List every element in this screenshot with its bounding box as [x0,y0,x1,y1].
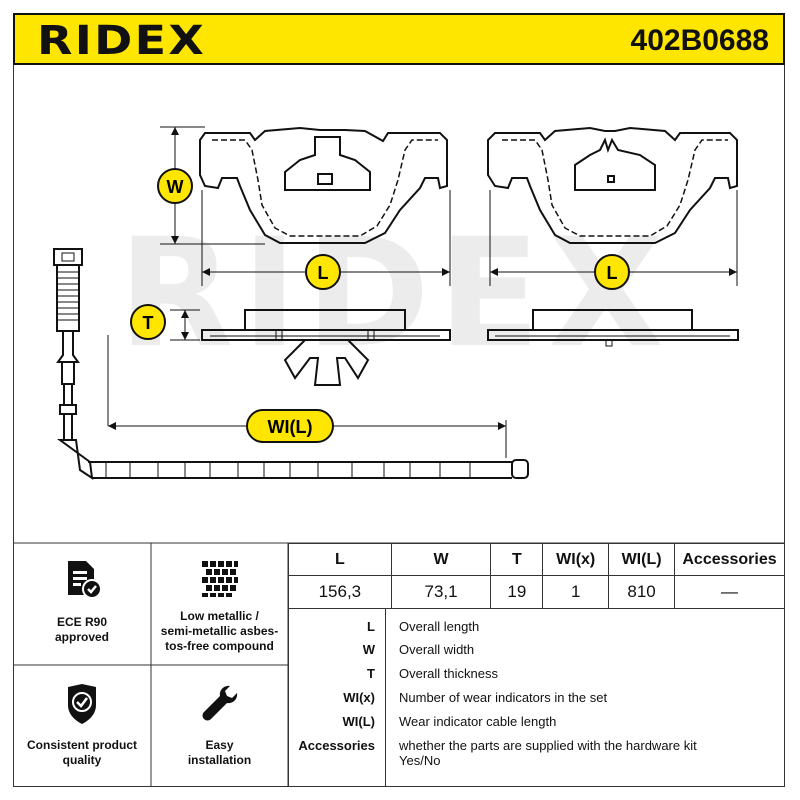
spec-value-cell: 810 [608,575,676,609]
brand-logo: RIDEX [37,18,207,64]
compound-grid-icon [201,561,238,597]
spec-value-cell: 1 [542,575,610,609]
legend-divider [385,608,386,787]
spec-value-cell: 19 [490,575,544,609]
spec-value-cell: — [674,575,785,609]
spec-header-cell: L [288,543,392,576]
spec-value-cell: 156,3 [288,575,392,609]
legend-desc: Overall width [399,642,475,657]
watermark-text: RIDEX [118,207,672,381]
dim-label-t: T [130,304,166,340]
spec-header-cell: W [390,543,492,576]
feature-ece-r90: ECE R90 approved [13,543,151,665]
spec-header-cell: T [490,543,544,576]
legend-desc: Overall thickness [399,666,498,681]
brake-pad-right [487,126,738,244]
legend-key: WI(x) [343,690,375,705]
dim-label-wi: WI(L) [246,409,334,443]
header-bar: RIDEX 402B0688 [13,13,785,65]
spec-value-cell: 73,1 [390,575,492,609]
feature-quality: Consistent product quality [13,665,151,787]
legend-desc: Number of wear indicators in the set [399,690,608,705]
feature-label: Easy installation [187,738,252,767]
svg-text:W: W [167,177,184,197]
spec-header-cell: WI(L) [608,543,676,576]
dim-label-l-right: L [594,254,630,290]
wear-indicator-cable [53,248,529,481]
legend-key: T [367,666,375,681]
legend-desc: Overall length [399,619,480,634]
feature-label: Low metallic / semi-metallic asbes- tos-… [160,609,279,653]
spec-header-cell: WI(x) [542,543,610,576]
legend-desc: whether the parts are supplied with the … [399,738,697,768]
feature-label: Consistent product quality [27,738,137,767]
part-number: 402B0688 [630,24,769,57]
quality-shield-icon [68,684,96,724]
legend-key: L [367,619,375,634]
svg-text:L: L [318,263,329,283]
pad-side-views [201,309,739,386]
dim-label-l-left: L [305,254,341,290]
spec-header-cell: Accessories [674,543,785,576]
spec-table: L W T WI(x) WI(L) Accessories 156,3 73,1… [288,543,785,609]
svg-text:L: L [607,263,618,283]
certified-document-icon [68,561,102,599]
legend-key: Accessories [298,738,375,753]
content-frame [13,65,785,787]
legend: L Overall length W Overall width T Overa… [288,608,786,787]
feature-compound: Low metallic / semi-metallic asbes- tos-… [151,543,288,665]
wrench-icon [202,685,237,721]
dimension-arrows [108,127,737,430]
legend-key: WI(L) [342,714,375,729]
legend-key: W [362,642,375,657]
dim-label-w: W [157,168,193,204]
svg-text:WI(L): WI(L) [268,417,313,437]
spec-header-row: L W T WI(x) WI(L) Accessories [288,543,785,576]
feature-label: ECE R90 approved [54,615,109,644]
svg-text:T: T [143,313,154,333]
legend-desc: Wear indicator cable length [399,714,557,729]
feature-installation: Easy installation [151,665,288,787]
spec-value-row: 156,3 73,1 19 1 810 — [288,575,785,609]
brake-pad-left [199,126,448,244]
